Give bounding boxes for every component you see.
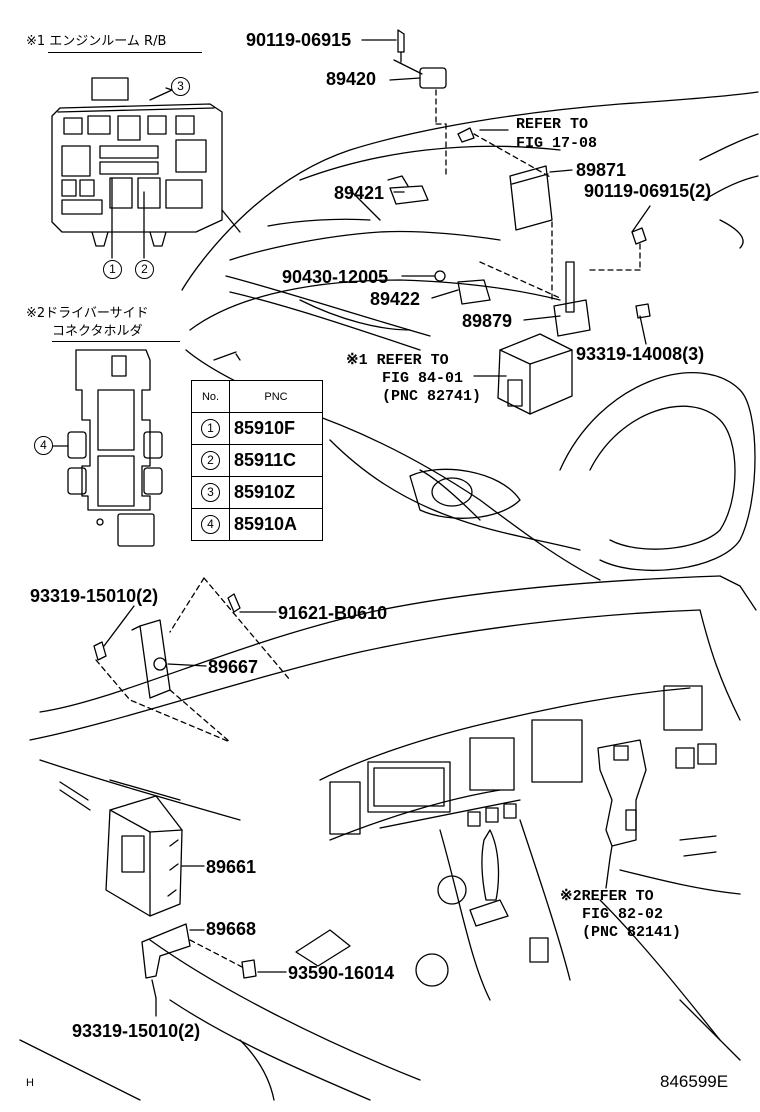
- leader-lines-bottom: [103, 605, 611, 1017]
- table-row: 1 85910F: [191, 412, 323, 445]
- row-pnc: 85910A: [229, 508, 323, 541]
- refer-82-02-line1: ※2REFER TO: [560, 888, 654, 905]
- row-no: 2: [201, 451, 220, 470]
- part-label-89871: 89871: [576, 160, 627, 180]
- figure-code: 846599E: [660, 1072, 729, 1091]
- pnc-table-header-no: No.: [191, 380, 230, 413]
- footer-left-mark: H: [26, 1077, 34, 1089]
- callout-3: 3: [171, 77, 190, 96]
- part-89661-shape: [105, 795, 183, 917]
- part-label-89879: 89879: [462, 311, 513, 331]
- bolt-shapes-top: [457, 127, 651, 319]
- callout-2: 2: [135, 260, 154, 279]
- part-label-89422: 89422: [370, 289, 421, 309]
- part-label-93590-16014: 93590-16014: [288, 963, 395, 983]
- table-row: 3 85910Z: [191, 476, 323, 509]
- note2-title-line1: ※2ドライバーサイド: [26, 306, 149, 321]
- table-row: 4 85910A: [191, 508, 323, 541]
- part-label-93319-14008-3: 93319-14008(3): [576, 344, 705, 364]
- pnc-table: No. PNC 1 85910F 2 85911C 3 85910Z 4 859…: [191, 380, 323, 541]
- part-label-89420: 89420: [326, 69, 377, 89]
- leader-lines-top: [361, 39, 651, 377]
- part-label-93319-15010-2-bottom: 93319-15010(2): [72, 1021, 201, 1041]
- part-89668-shape: [141, 923, 257, 999]
- dashed-leaders-top: [435, 89, 641, 301]
- part-89421-shape: [387, 175, 429, 205]
- engine-room-relay-block: [51, 77, 241, 259]
- refer-17-08-line1: REFER TO: [516, 116, 589, 133]
- dash-connector-holder-shape: [597, 739, 647, 859]
- row-pnc: 85910Z: [229, 476, 323, 509]
- refer-82-02-line3: (PNC 82141): [582, 924, 682, 941]
- row-pnc: 85911C: [229, 444, 323, 477]
- relay-box-shape: [497, 333, 573, 415]
- dashed-leaders-ecu: [189, 939, 245, 969]
- refer-84-01-line3: (PNC 82741): [382, 388, 482, 405]
- refer-82-02-line2: FIG 82-02: [582, 906, 664, 923]
- refer-17-08-line2: FIG 17-08: [516, 135, 598, 152]
- dashed-leaders-bottom: [95, 577, 291, 743]
- callout-1: 1: [103, 260, 122, 279]
- driver-side-connector-holder: [51, 349, 163, 547]
- table-row: 2 85911C: [191, 444, 323, 477]
- part-label-90119-06915: 90119-06915: [246, 30, 352, 50]
- part-label-89668: 89668: [206, 919, 257, 939]
- part-89871-shape: [509, 165, 553, 231]
- part-label-89421: 89421: [334, 183, 385, 203]
- part-89879-shape: [553, 261, 591, 337]
- part-label-89667: 89667: [208, 657, 259, 677]
- note1-underline: [48, 52, 202, 53]
- part-label-93319-15010-2-top: 93319-15010(2): [30, 586, 159, 606]
- dashboard-outline: [19, 575, 757, 1101]
- pnc-table-header-pnc: PNC: [229, 380, 323, 413]
- refer-84-01-line2: FIG 84-01: [382, 370, 464, 387]
- row-no: 4: [201, 515, 220, 534]
- refer-84-01-line1: ※1 REFER TO: [346, 352, 449, 369]
- note2-title-line2: コネクタホルダ: [52, 324, 143, 339]
- part-label-90430-12005: 90430-12005: [282, 267, 389, 287]
- row-no: 1: [201, 419, 220, 438]
- vehicle-front-outline: [181, 91, 759, 581]
- part-89422-shape: [434, 270, 491, 305]
- part-label-91621-b0610: 91621-B0610: [278, 603, 388, 623]
- row-pnc: 85910F: [229, 412, 323, 445]
- row-no: 3: [201, 483, 220, 502]
- note2-underline: [52, 341, 180, 342]
- part-label-89661: 89661: [206, 857, 257, 877]
- part-89667-shape: [93, 593, 241, 699]
- note1-title: ※1 エンジンルーム R/B: [26, 34, 167, 49]
- callout-4: 4: [34, 436, 53, 455]
- part-label-90119-06915-2: 90119-06915(2): [584, 181, 712, 201]
